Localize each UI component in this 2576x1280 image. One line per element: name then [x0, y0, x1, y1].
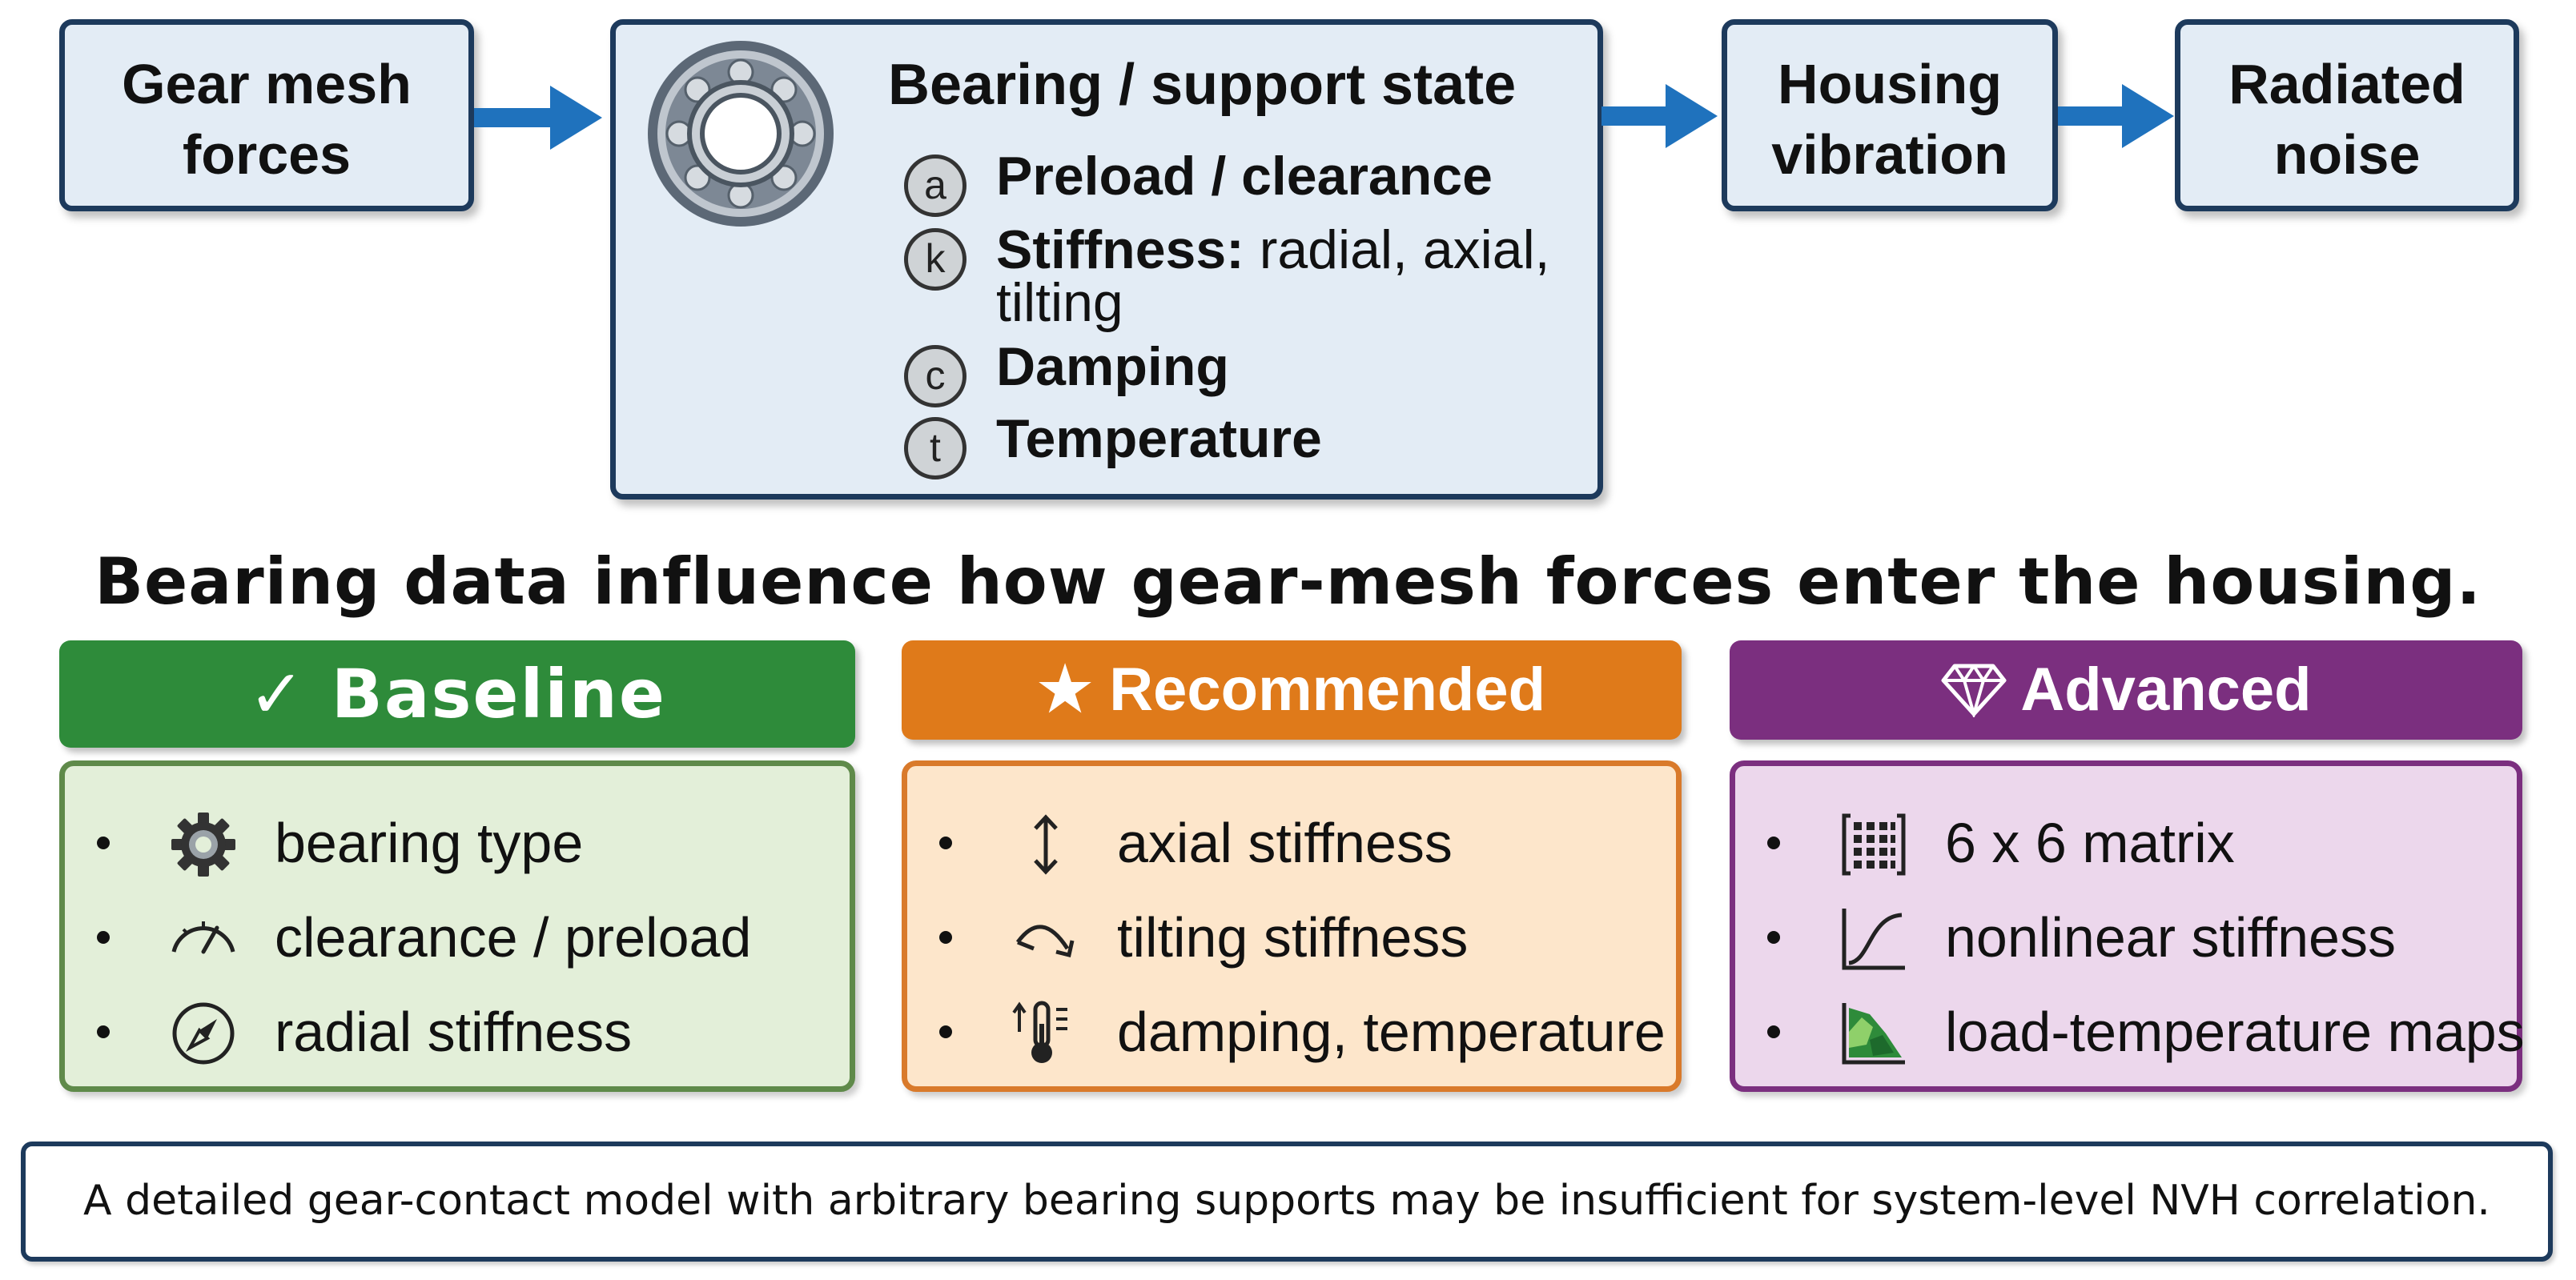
arrow-right-icon: [2058, 84, 2174, 148]
compass-icon: [172, 1002, 235, 1065]
arrow-right-icon: [474, 86, 602, 150]
curved-arrow-icon: [1015, 925, 1075, 958]
baseline-label: Baseline: [331, 655, 666, 733]
gauge-icon: [171, 921, 235, 954]
vertical-arrows-icon: [1034, 814, 1058, 875]
list-item: tilting stiffness: [939, 897, 1708, 977]
star-icon: ★: [1037, 656, 1093, 724]
advanced-header: Advanced: [1730, 640, 2522, 740]
list-item: radial stiffness: [97, 992, 866, 1072]
item-text: axial stiffness: [1117, 812, 1453, 874]
list-item: 6 x 6 matrix: [1767, 803, 2536, 883]
item-text: 6 x 6 matrix: [1945, 812, 2235, 874]
bearing-state-box: Bearing / support state a Preload / clea…: [610, 19, 1603, 500]
recommended-label: Recommended: [1109, 656, 1546, 724]
item-text: nonlinear stiffness: [1945, 906, 2396, 969]
gear-mesh-forces-label: Gear mesh forces: [122, 53, 412, 186]
list-item: load-temperature maps: [1767, 992, 2536, 1072]
prop-temperature: Temperature: [996, 408, 1322, 469]
gear-mesh-forces-box: Gear mesh forces: [59, 19, 474, 211]
radiated-noise-label: Radiated noise: [2228, 53, 2465, 186]
prop-preload: Preload / clearance: [996, 146, 1493, 207]
prop-stiffness: Stiffness: radial, axial,: [996, 219, 1550, 280]
gear-icon: [171, 813, 235, 877]
list-item: bearing type: [97, 803, 866, 883]
list-item: nonlinear stiffness: [1767, 897, 2536, 977]
prop-stiffness-cont: tilting: [996, 272, 1123, 333]
curve-icon: [1842, 909, 1905, 970]
diamond-icon: [1941, 664, 2007, 720]
item-text: bearing type: [275, 812, 584, 874]
item-text: load-temperature maps: [1945, 1001, 2525, 1063]
thermometer-icon: [1012, 1001, 1067, 1063]
ball-bearing-icon: [648, 41, 834, 227]
check-icon: ✓: [248, 655, 307, 733]
recommended-header: ★ Recommended: [902, 640, 1682, 740]
item-text: tilting stiffness: [1117, 906, 1469, 969]
item-text: damping, temperature: [1117, 1001, 1666, 1063]
advanced-panel: 6 x 6 matrix nonlinear stiffness load-te…: [1730, 760, 2525, 1092]
advanced-label: Advanced: [2020, 656, 2312, 724]
item-text: radial stiffness: [275, 1001, 633, 1063]
recommended-panel: axial stiffness tilting stiffness dampin…: [902, 760, 1682, 1092]
footer-note: A detailed gear-contact model with arbit…: [21, 1142, 2553, 1262]
list-item: axial stiffness: [939, 803, 1708, 883]
list-item: damping, temperature: [939, 992, 1708, 1072]
prop-damping: Damping: [996, 336, 1229, 397]
baseline-header: ✓ Baseline: [59, 640, 855, 748]
badge-t: t: [904, 417, 967, 479]
arrow-right-icon: [1601, 84, 1718, 148]
bearing-state-title: Bearing / support state: [888, 53, 1517, 117]
housing-vibration-label: Housing vibration: [1771, 53, 2008, 186]
headline: Bearing data influence how gear-mesh for…: [94, 544, 2482, 619]
housing-vibration-box: Housing vibration: [1722, 19, 2058, 211]
list-item: clearance / preload: [97, 897, 866, 977]
badge-k: k: [904, 228, 967, 291]
map-icon: [1842, 1003, 1905, 1065]
badge-a: a: [904, 154, 967, 217]
item-text: clearance / preload: [275, 906, 752, 969]
baseline-panel: bearing type clearance / preload radial …: [59, 760, 855, 1092]
radiated-noise-box: Radiated noise: [2175, 19, 2519, 211]
badge-c: c: [904, 345, 967, 407]
matrix-icon: [1842, 813, 1906, 876]
